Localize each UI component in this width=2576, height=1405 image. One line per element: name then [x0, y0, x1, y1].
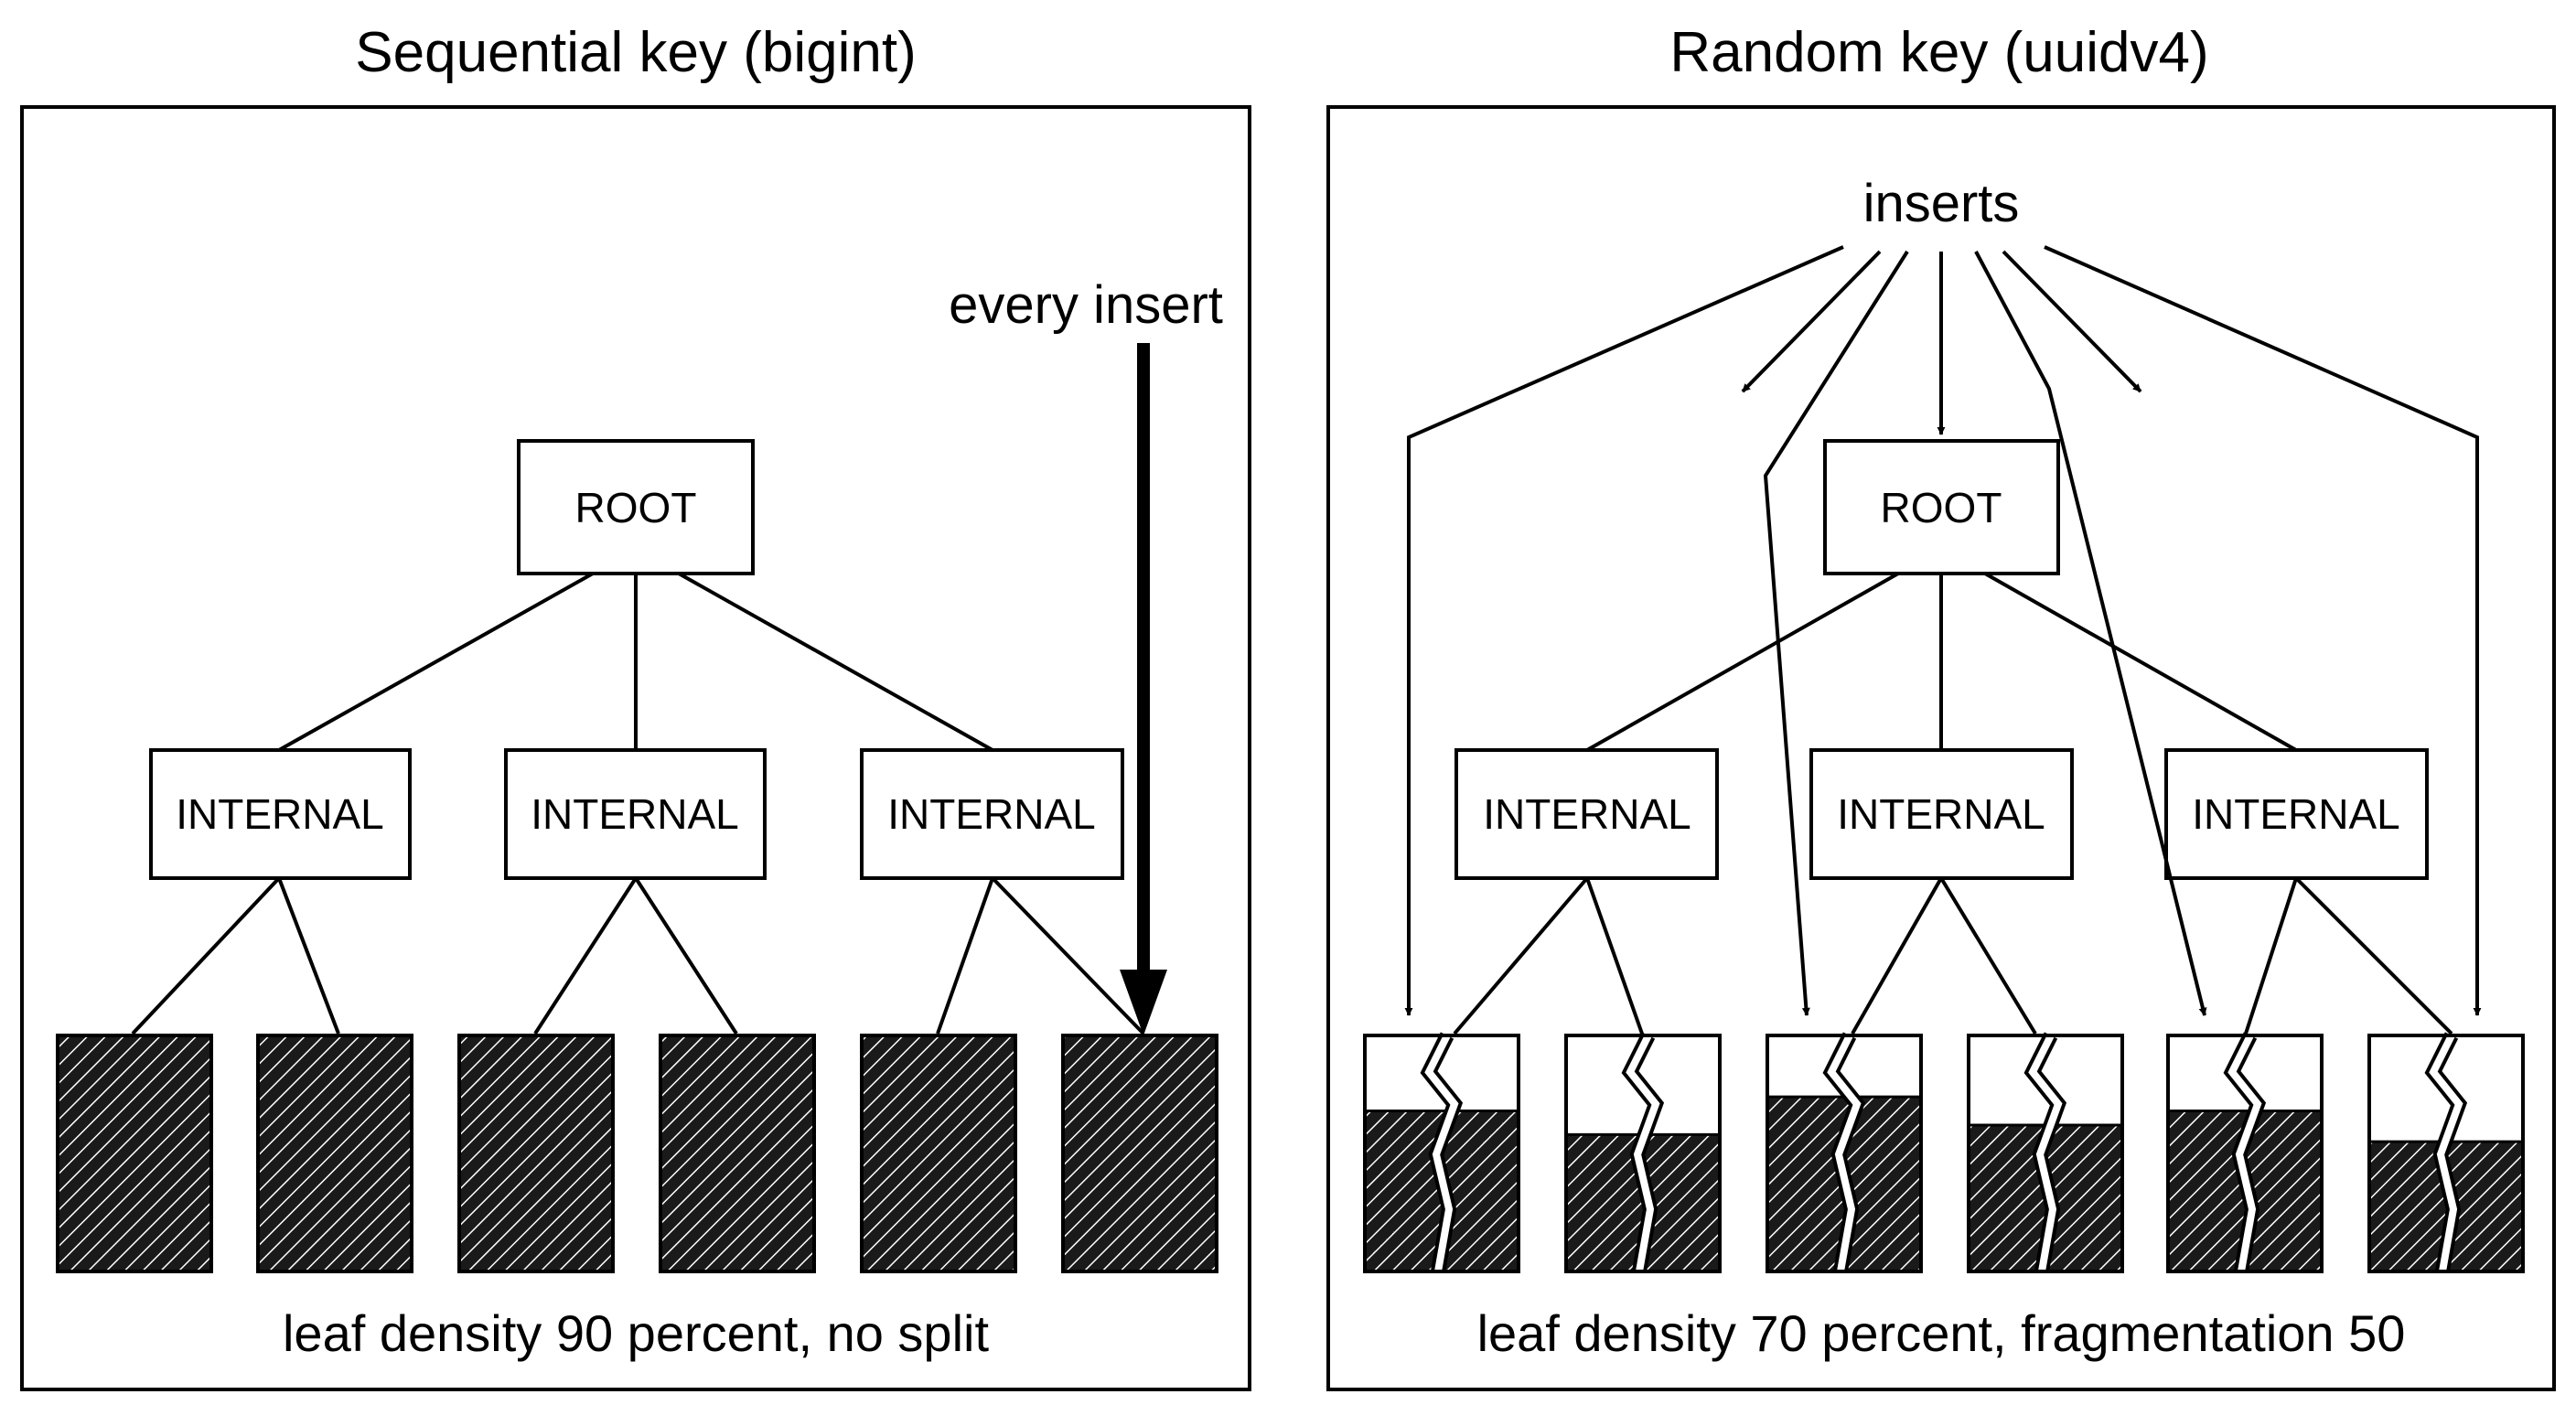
internal-node-sequential-2: [504, 748, 767, 880]
panel-frame-sequential: [20, 105, 1251, 1391]
leaf-fill: [258, 1035, 412, 1271]
internal-label-sequential-1: INTERNAL: [176, 790, 383, 838]
leaf-page-random-4: [1967, 1032, 2124, 1273]
leaf-border: [860, 1034, 1017, 1273]
leaf-page-sequential-2: [256, 1034, 413, 1273]
root-node-sequential: [517, 439, 755, 575]
leaf-pages-sequential: [56, 1034, 1218, 1273]
split-crack-icon: [1424, 1034, 1459, 1272]
root-label-random: ROOT: [1881, 484, 2002, 531]
leaf-fill: [1063, 1035, 1217, 1271]
leaf-border: [1363, 1034, 1520, 1273]
tree-edges-random: [1453, 572, 2453, 1035]
leaf-fill: [660, 1035, 814, 1271]
leaf-border: [256, 1034, 413, 1273]
leaf-fill: [862, 1035, 1015, 1271]
leaf-border: [2166, 1034, 2324, 1273]
leaf-page-sequential-5: [860, 1034, 1017, 1273]
leaf-border: [457, 1034, 615, 1273]
leaf-page-random-2: [1564, 1032, 1722, 1273]
insert-label-sequential: every insert: [949, 275, 1223, 335]
internal-label-random-3: INTERNAL: [2192, 790, 2399, 838]
internal-node-random-1: [1454, 748, 1719, 880]
internal-node-random-2: [1809, 748, 2074, 880]
split-crack-icon: [2429, 1034, 2463, 1272]
leaf-pages-random: [1363, 1032, 2525, 1273]
leaf-border: [1061, 1034, 1218, 1273]
insert-arrow-leaf-1: [1404, 245, 1844, 1016]
leaf-page-sequential-3: [457, 1034, 615, 1273]
caption-sequential: leaf density 90 percent, no split: [283, 1304, 989, 1362]
internal-label-sequential-3: INTERNAL: [887, 790, 1095, 838]
panel-title-sequential: Sequential key (bigint): [355, 21, 916, 84]
caption-random: leaf density 70 percent, fragmentation 5…: [1477, 1304, 2406, 1362]
leaf-page-random-6: [2367, 1032, 2525, 1273]
internal-label-random-1: INTERNAL: [1483, 790, 1690, 838]
insert-arrow-leaf-3: [1763, 250, 1909, 1016]
insert-arrow-head: [1120, 970, 1167, 1035]
leaf-border: [2367, 1034, 2525, 1273]
leaf-border: [1564, 1034, 1722, 1273]
leaf-border: [659, 1034, 816, 1273]
leaf-page-random-1: [1363, 1032, 1520, 1273]
root-label-sequential: ROOT: [575, 484, 697, 531]
split-crack-icon: [2028, 1034, 2063, 1272]
leaf-page-random-3: [1766, 1032, 1923, 1273]
split-crack-icon: [1626, 1034, 1660, 1272]
leaf-border: [1967, 1034, 2124, 1273]
leaf-border: [1766, 1034, 1923, 1273]
insert-label-random: inserts: [1863, 174, 2020, 233]
insert-arrow-stub-left: [1741, 250, 1882, 393]
insert-arrows-random: [1404, 245, 2482, 1016]
leaf-fill: [459, 1035, 613, 1271]
panel-sequential: Sequential key (bigint) ROOT INTERNAL IN…: [20, 21, 1251, 1391]
internal-node-random-3: [2164, 748, 2429, 880]
insert-arrow-leaf-5: [1974, 251, 2207, 1016]
panel-title-random: Random key (uuidv4): [1669, 21, 2208, 84]
panel-frame-random: [1326, 105, 2556, 1391]
internal-label-sequential-2: INTERNAL: [531, 790, 738, 838]
leaf-fill: [58, 1035, 211, 1271]
root-node-random: [1823, 439, 2060, 575]
internal-node-sequential-3: [860, 748, 1124, 880]
leaf-page-random-5: [2166, 1032, 2324, 1273]
internal-label-random-2: INTERNAL: [1837, 790, 2045, 838]
insert-arrow-leaf-6: [2044, 245, 2482, 1016]
tree-edges-sequential: [131, 572, 1145, 1035]
internal-node-sequential-1: [149, 748, 412, 880]
split-crack-icon: [1827, 1034, 1862, 1272]
panel-random: Random key (uuidv4) ROOT INTERNAL INTERN…: [1326, 21, 2556, 1391]
leaf-border: [56, 1034, 213, 1273]
leaf-page-sequential-6: [1061, 1034, 1218, 1273]
leaf-page-sequential-4: [659, 1034, 816, 1273]
leaf-page-sequential-1: [56, 1034, 213, 1273]
insert-arrow-stub-right: [2002, 250, 2142, 393]
split-crack-icon: [2227, 1034, 2262, 1272]
